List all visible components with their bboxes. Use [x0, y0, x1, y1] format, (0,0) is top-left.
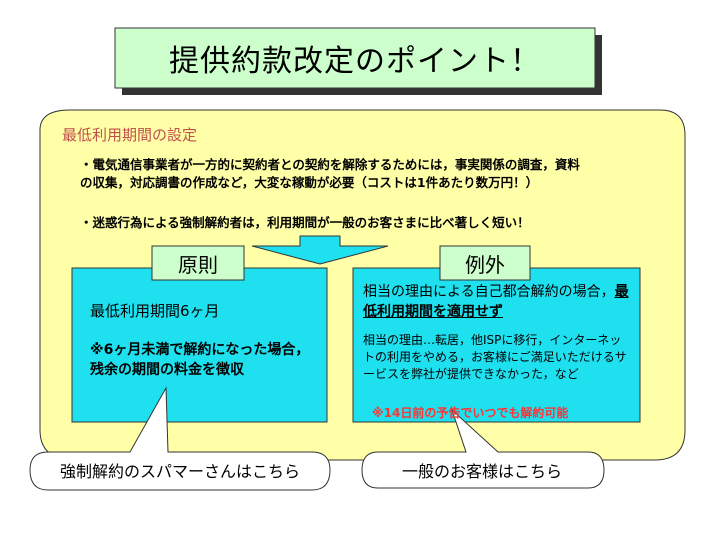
exception-notice: ※14日前の予告でいつでも解約可能 — [372, 406, 569, 420]
left-callout — [29, 386, 331, 491]
exception-condition-text: 相当の理由による自己都合解約の場合， — [363, 284, 615, 300]
principle-box — [71, 267, 328, 423]
down-arrow — [251, 235, 389, 265]
bullet-short-usage: ・迷惑行為による強制解約者は，利用期間が一般のお客さまに比べ著しく短い！ — [80, 215, 530, 230]
exception-emphasis: 最低利用期間を適用せず — [363, 284, 629, 320]
bullet-cost: ・電気通信事業者が一方的に契約者との契約を解除するためには，事実関係の調査，資料… — [80, 157, 580, 190]
exception-tag-box — [439, 245, 531, 281]
general-customer-callout-text: 一般のお客様はこちら — [401, 462, 562, 481]
right-callout — [361, 408, 605, 489]
principle-min-period: 最低利用期間6ヶ月 — [90, 302, 220, 320]
spammer-callout-text: 強制解約のスパマーさんはこちら — [59, 462, 300, 481]
principle-label: 原則 — [178, 252, 218, 277]
page-title: 提供約款改定のポイント！ — [169, 44, 541, 79]
title-box — [114, 27, 596, 89]
principle-note: ※6ヶ月未満で解約になった場合，残余の期間の料金を徴収 — [90, 342, 310, 378]
section-title: 最低利用期間の設定 — [62, 126, 198, 144]
exception-label: 例外 — [465, 252, 505, 277]
exception-box — [352, 267, 641, 423]
exception-reasons: 相当の理由…転居，他ISPに移行，インターネットの利用をやめる，お客様にご満足い… — [363, 333, 627, 381]
exception-condition: 相当の理由による自己都合解約の場合，最低利用期間を適用せず — [363, 282, 633, 322]
principle-tag-box — [151, 245, 245, 281]
